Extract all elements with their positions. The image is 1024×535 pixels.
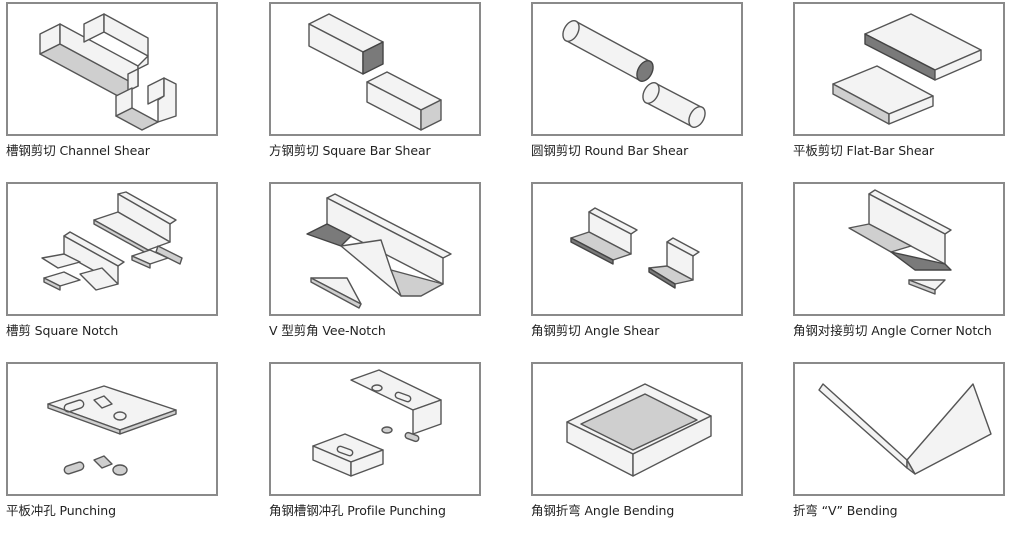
caption: 折弯 “V” Bending bbox=[793, 503, 898, 518]
angle-shear-illustration bbox=[531, 182, 743, 316]
flat-bar-shear-card: 平板剪切 Flat-Bar Shear bbox=[793, 2, 1005, 159]
square-notch-card: 槽剪 Square Notch bbox=[6, 182, 218, 339]
round-bar-shear-illustration bbox=[531, 2, 743, 136]
caption: 角钢剪切 Angle Shear bbox=[531, 323, 660, 338]
punching-illustration bbox=[6, 362, 218, 496]
round-bar-shear-card: 圆钢剪切 Round Bar Shear bbox=[531, 2, 743, 159]
caption: 方钢剪切 Square Bar Shear bbox=[269, 143, 431, 158]
square-notch-illustration bbox=[6, 182, 218, 316]
angle-bending-illustration bbox=[531, 362, 743, 496]
caption: 平板冲孔 Punching bbox=[6, 503, 116, 518]
angle-shear-card: 角钢剪切 Angle Shear bbox=[531, 182, 743, 339]
v-bending-illustration bbox=[793, 362, 1005, 496]
vee-notch-illustration bbox=[269, 182, 481, 316]
angle-bending-card: 角钢折弯 Angle Bending bbox=[531, 362, 743, 519]
channel-shear-card: 槽钢剪切 Channel Shear bbox=[6, 2, 218, 159]
square-bar-shear-card: 方钢剪切 Square Bar Shear bbox=[269, 2, 481, 159]
caption: 圆钢剪切 Round Bar Shear bbox=[531, 143, 689, 158]
vee-notch-card: V 型剪角 Vee-Notch bbox=[269, 182, 481, 339]
caption: 槽剪 Square Notch bbox=[6, 323, 119, 338]
v-bending-card: 折弯 “V” Bending bbox=[793, 362, 1005, 519]
angle-corner-notch-illustration bbox=[793, 182, 1005, 316]
square-bar-shear-illustration bbox=[269, 2, 481, 136]
caption: 槽钢剪切 Channel Shear bbox=[6, 143, 150, 158]
channel-shear-illustration bbox=[6, 2, 218, 136]
punching-card: 平板冲孔 Punching bbox=[6, 362, 218, 519]
caption: V 型剪角 Vee-Notch bbox=[269, 323, 386, 338]
caption: 平板剪切 Flat-Bar Shear bbox=[793, 143, 935, 158]
angle-corner-notch-card: 角钢对接剪切 Angle Corner Notch bbox=[793, 182, 1005, 339]
caption: 角钢槽钢冲孔 Profile Punching bbox=[269, 503, 446, 518]
flat-bar-shear-illustration bbox=[793, 2, 1005, 136]
profile-punching-card: 角钢槽钢冲孔 Profile Punching bbox=[269, 362, 481, 519]
caption: 角钢对接剪切 Angle Corner Notch bbox=[793, 323, 992, 338]
profile-punching-illustration bbox=[269, 362, 481, 496]
caption: 角钢折弯 Angle Bending bbox=[531, 503, 675, 518]
